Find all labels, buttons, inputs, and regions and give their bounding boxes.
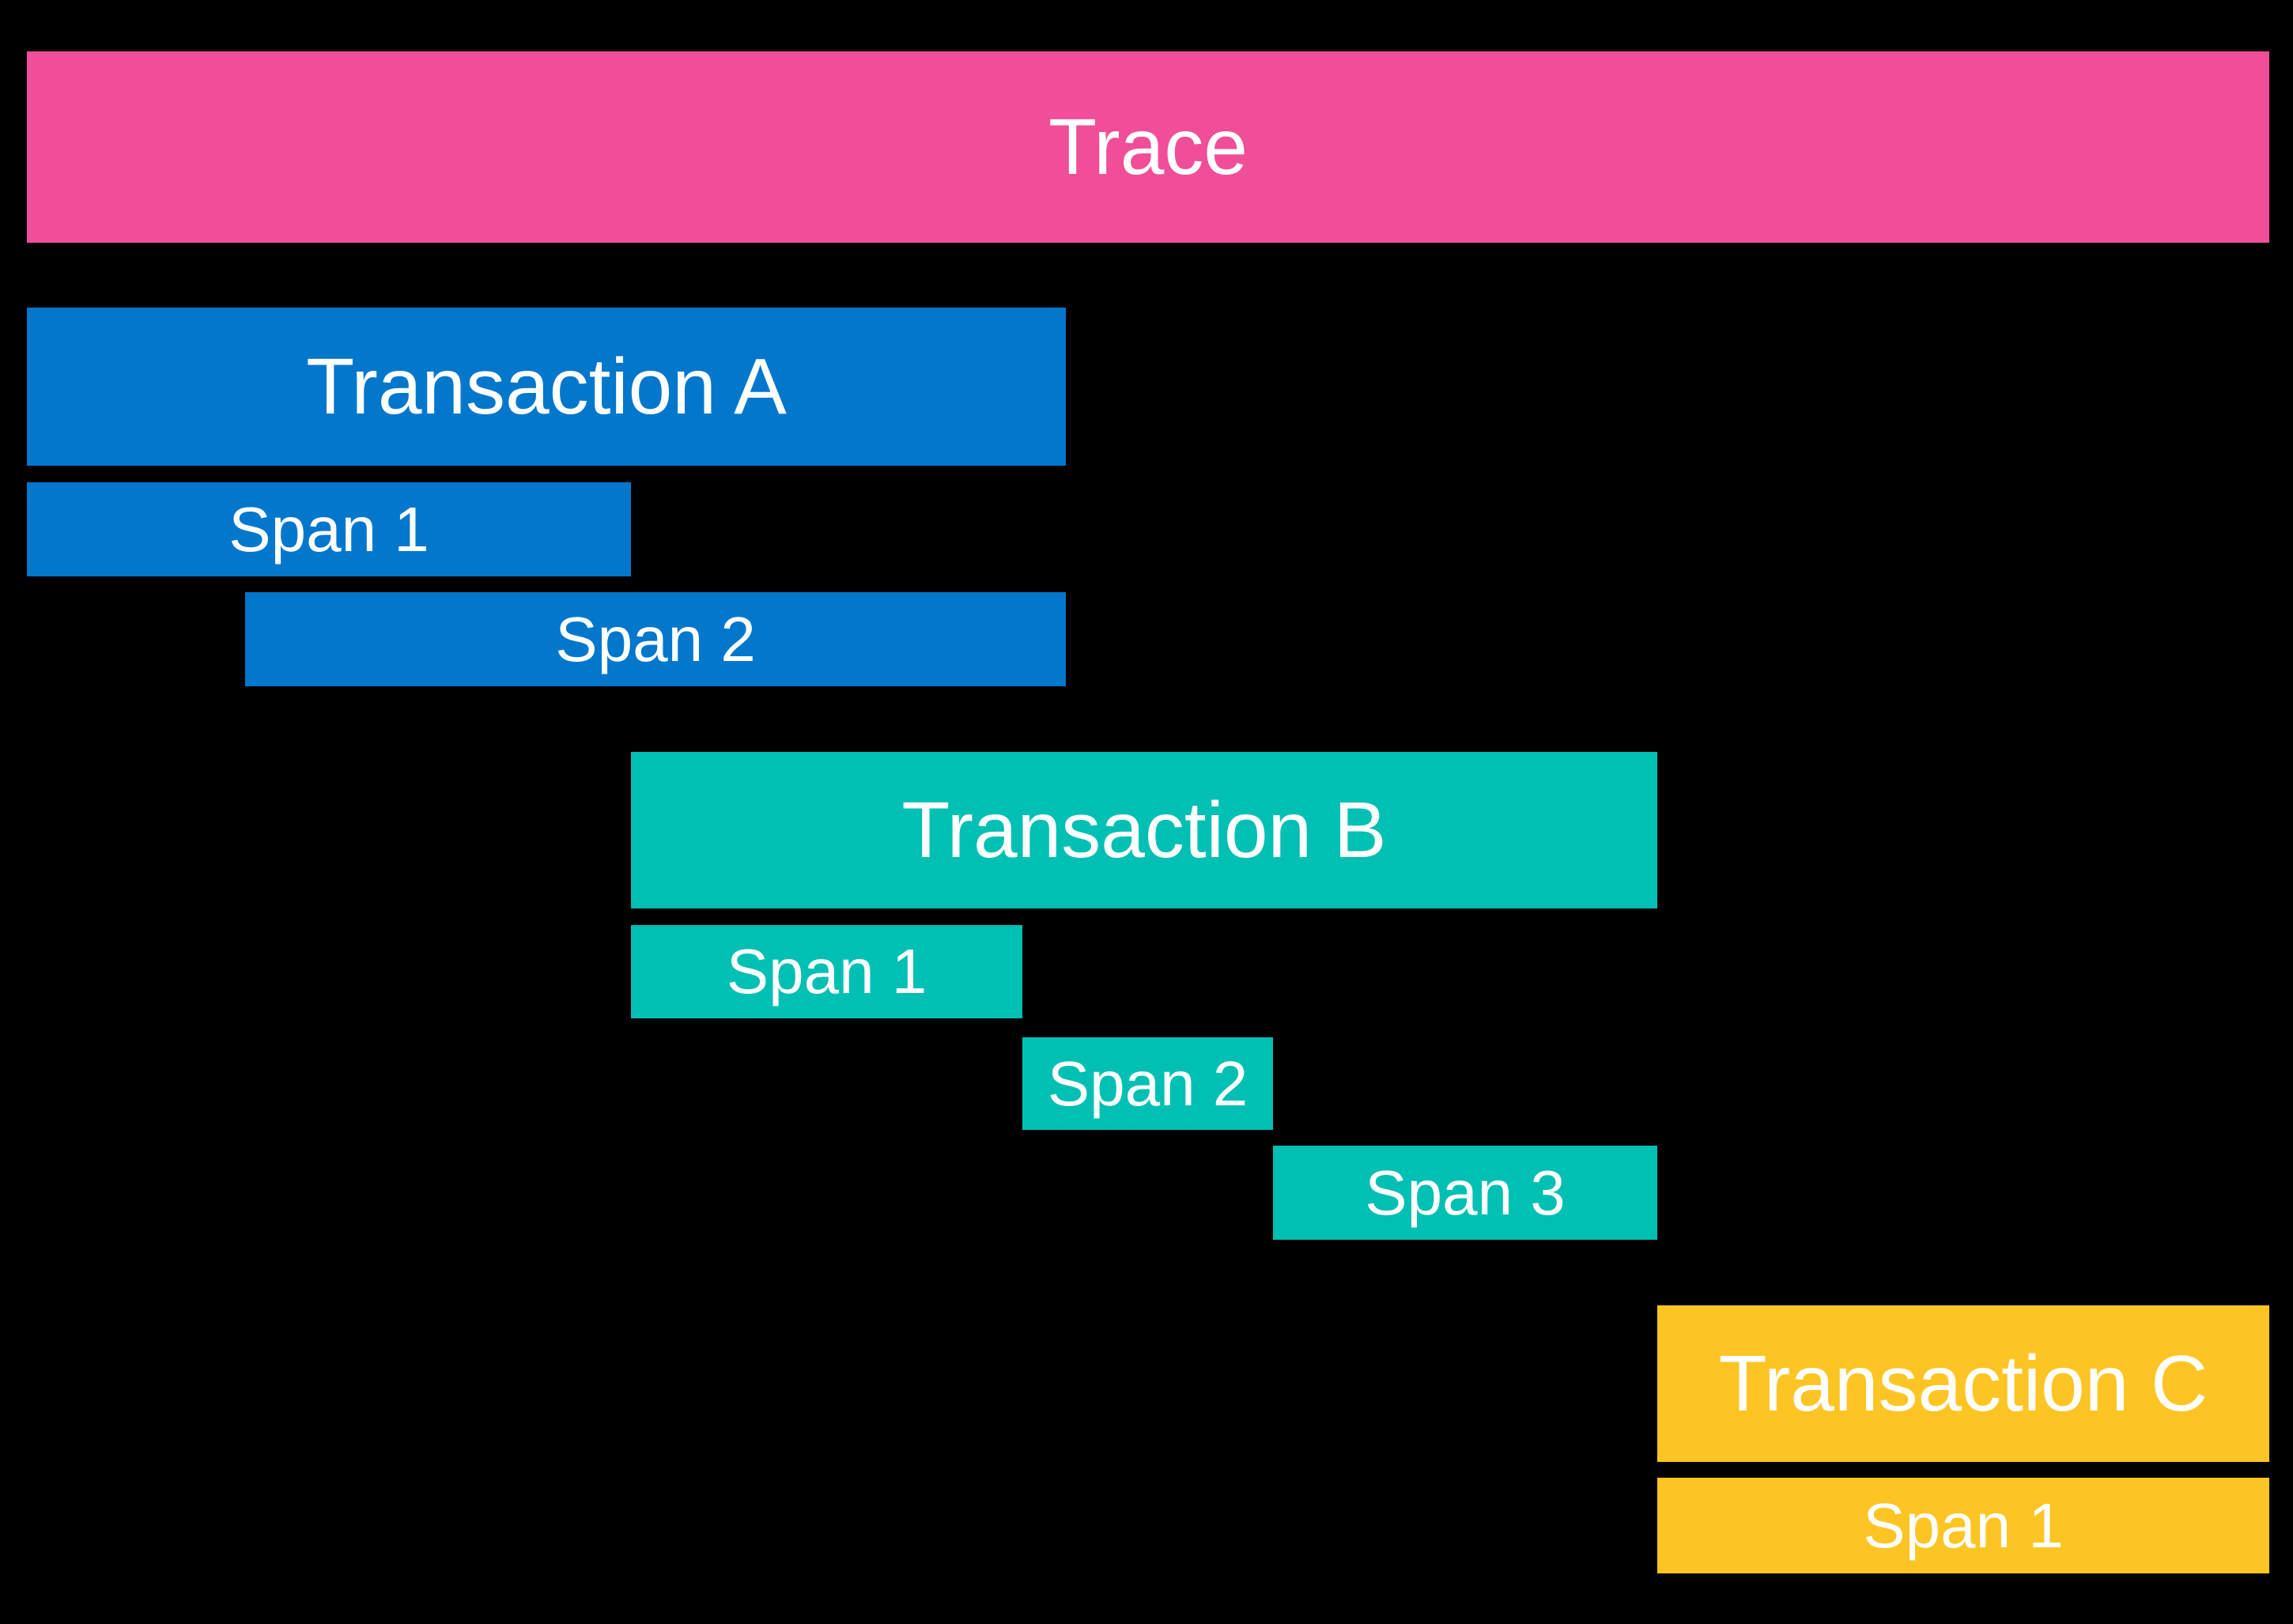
transaction-b-label: Transaction B <box>901 786 1387 874</box>
transaction-c-bar: Transaction C <box>1657 1305 2269 1462</box>
trace-label: Trace <box>1048 103 1248 191</box>
transaction-b-span-2-bar: Span 2 <box>1022 1037 1273 1130</box>
transaction-c-span-1-label: Span 1 <box>1863 1490 2064 1561</box>
transaction-a-bar: Transaction A <box>27 308 1066 466</box>
transaction-b-bar: Transaction B <box>631 752 1657 908</box>
transaction-b-span-3-label: Span 3 <box>1365 1157 1566 1228</box>
transaction-a-span-1-label: Span 1 <box>229 493 429 565</box>
transaction-a-span-2-label: Span 2 <box>555 603 756 674</box>
transaction-b-span-1-label: Span 1 <box>726 936 927 1007</box>
transaction-a-span-2-bar: Span 2 <box>245 592 1066 686</box>
transaction-a-span-1-bar: Span 1 <box>27 482 631 576</box>
transaction-c-label: Transaction C <box>1718 1339 2208 1428</box>
transaction-b-span-1-bar: Span 1 <box>631 925 1022 1018</box>
transaction-b-span-3-bar: Span 3 <box>1273 1146 1657 1240</box>
transaction-a-label: Transaction A <box>306 342 787 431</box>
trace-bar: Trace <box>27 51 2269 243</box>
transaction-b-span-2-label: Span 2 <box>1047 1048 1248 1119</box>
transaction-c-span-1-bar: Span 1 <box>1657 1478 2269 1573</box>
